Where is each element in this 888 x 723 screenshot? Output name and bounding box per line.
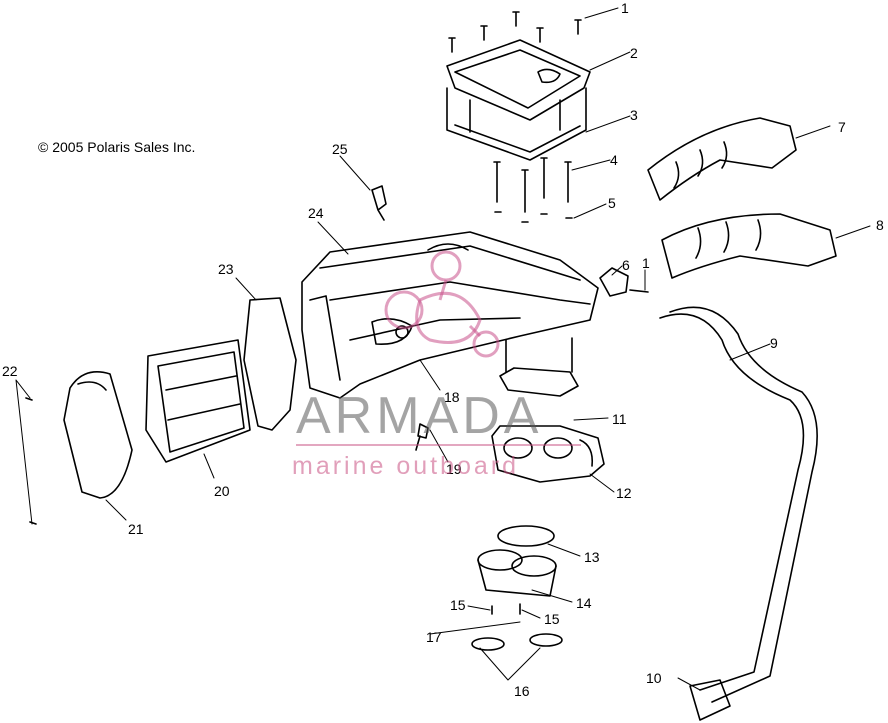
callout-15b: 15 — [544, 611, 560, 627]
callout-19: 19 — [446, 461, 462, 477]
callout-16: 16 — [514, 683, 530, 699]
callout-7: 7 — [838, 119, 846, 135]
watermark-divider — [296, 444, 581, 446]
callout-23: 23 — [218, 261, 234, 277]
callout-11: 11 — [612, 411, 627, 427]
watermark-tagline: marine outboard — [292, 452, 520, 480]
callout-3: 3 — [630, 107, 638, 123]
hose-9 — [659, 313, 805, 691]
long-bolts — [493, 157, 573, 223]
filter-20 — [145, 339, 251, 463]
clamp-13 — [497, 525, 555, 547]
duct-7 — [647, 117, 797, 201]
callout-labels: 1 2 3 4 5 6 1 7 8 9 10 11 12 13 14 15 15… — [2, 0, 884, 699]
sensor-screw — [371, 185, 387, 221]
callout-17: 17 — [426, 629, 442, 645]
callout-4: 4 — [610, 152, 618, 168]
airbox-lid — [446, 39, 591, 121]
callout-12: 12 — [616, 485, 632, 501]
callout-8: 8 — [876, 217, 884, 233]
gasket-16b — [529, 633, 563, 647]
sensor — [599, 267, 629, 297]
callout-1b: 1 — [642, 255, 650, 271]
gasket-23 — [243, 297, 297, 431]
callout-15a: 15 — [450, 597, 466, 613]
duct-8 — [661, 213, 837, 279]
callout-14: 14 — [576, 595, 592, 611]
gasket-16a — [471, 637, 505, 651]
callout-25: 25 — [332, 141, 348, 157]
watermark-brand: ARMADA — [296, 387, 543, 445]
leader-lines — [15, 7, 871, 691]
lid-screws — [448, 11, 582, 53]
callout-20: 20 — [214, 483, 230, 499]
callout-21: 21 — [128, 521, 144, 537]
adapter-14 — [477, 559, 557, 597]
callout-18: 18 — [444, 389, 460, 405]
hose-end-10 — [689, 679, 731, 721]
callout-2: 2 — [630, 45, 638, 61]
callout-10: 10 — [646, 670, 662, 686]
callout-9: 9 — [770, 335, 778, 351]
lid-gasket — [446, 87, 587, 161]
screw-19 — [415, 423, 429, 451]
screws-22 — [25, 397, 37, 525]
callout-24: 24 — [308, 205, 324, 221]
callout-5: 5 — [608, 195, 616, 211]
cover-21 — [63, 371, 133, 499]
callout-13: 13 — [584, 549, 600, 565]
airbox-body — [301, 231, 599, 399]
watermark-logo-graphic — [384, 250, 500, 358]
callout-6: 6 — [622, 257, 630, 273]
callout-1a: 1 — [621, 0, 629, 16]
callout-22: 22 — [2, 363, 18, 379]
throttle-body — [491, 425, 605, 483]
copyright-notice: © 2005 Polaris Sales Inc. — [38, 139, 196, 155]
intake-boot — [499, 367, 579, 397]
